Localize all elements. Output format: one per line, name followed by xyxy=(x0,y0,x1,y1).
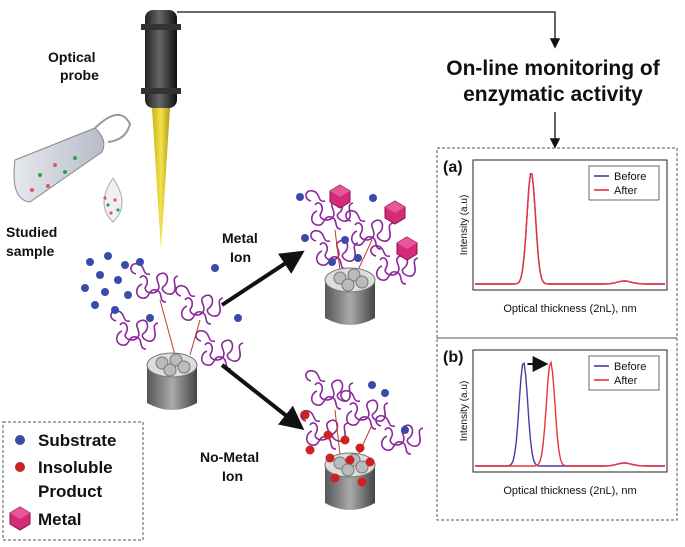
substrate-top xyxy=(296,193,377,266)
probe-label-line1: Optical xyxy=(48,49,95,65)
legend-metal-marker xyxy=(9,506,31,531)
sample-label-line1: Studied xyxy=(6,224,57,240)
nometal-branch-arrow xyxy=(220,363,305,430)
nometal-branch-label-line2: Ion xyxy=(222,468,243,484)
plot-legend xyxy=(588,355,660,391)
y-axis-label: Intensity (a.u) xyxy=(459,381,470,442)
spectrum-panel-b: (b) Intensity (a.u) Optical thickness (2nL… xyxy=(436,337,678,521)
legend-label-before: Before xyxy=(614,171,646,183)
spectra-panels: (a) Intensity (a.u) Optical thickness (2nL… xyxy=(436,147,678,521)
panel-frame xyxy=(436,337,678,521)
legend-label-after: After xyxy=(614,185,638,197)
probe-to-heading-arrow xyxy=(177,11,561,49)
sensor-initial xyxy=(110,262,244,411)
metal-branch-label-line2: Ion xyxy=(230,249,251,265)
metal-hexagon xyxy=(384,200,406,225)
substrate-cluster xyxy=(81,252,242,322)
substrate-bottom xyxy=(368,381,409,434)
legend-metal: Metal xyxy=(38,510,81,529)
spectrum-panel-a: (a) Intensity (a.u) Optical thickness (2nL… xyxy=(436,147,678,339)
series-after xyxy=(475,173,665,285)
panel-label: (a) xyxy=(443,159,463,176)
optical-probe xyxy=(141,10,181,250)
legend-product-marker xyxy=(15,462,25,472)
sample-label-line2: sample xyxy=(6,243,54,259)
nometal-branch-label-line1: No-Metal xyxy=(200,449,259,465)
panel-label: (b) xyxy=(443,349,463,366)
legend-substrate: Substrate xyxy=(38,431,116,450)
heading-line2: enzymatic activity xyxy=(463,83,643,106)
legend-label-before: Before xyxy=(614,361,646,373)
sample-droplet xyxy=(103,177,123,223)
series-after xyxy=(475,360,665,467)
legend-label-after: After xyxy=(614,375,638,387)
legend-substrate-marker xyxy=(15,435,25,445)
probe-tip xyxy=(152,108,170,250)
sensor-nometal xyxy=(300,369,424,511)
metal-branch-label-line1: Metal xyxy=(222,230,258,246)
plot-legend xyxy=(588,165,660,201)
heading-line1: On-line monitoring of xyxy=(446,57,660,80)
x-axis-label: Optical thickness (2nL), nm xyxy=(503,485,636,497)
legend-product-line1: Insoluble xyxy=(38,458,113,477)
legend xyxy=(2,421,144,541)
y-axis-label: Intensity (a.u) xyxy=(459,195,470,256)
metal-branch-arrow xyxy=(220,250,305,307)
x-axis-label: Optical thickness (2nL), nm xyxy=(503,303,636,315)
probe-label-line2: probe xyxy=(60,67,99,83)
sample-tube xyxy=(13,114,132,203)
legend-product-line2: Product xyxy=(38,482,103,501)
product-dots xyxy=(300,410,375,487)
metal-hexagon xyxy=(329,184,351,209)
sensor-metal xyxy=(305,184,419,326)
